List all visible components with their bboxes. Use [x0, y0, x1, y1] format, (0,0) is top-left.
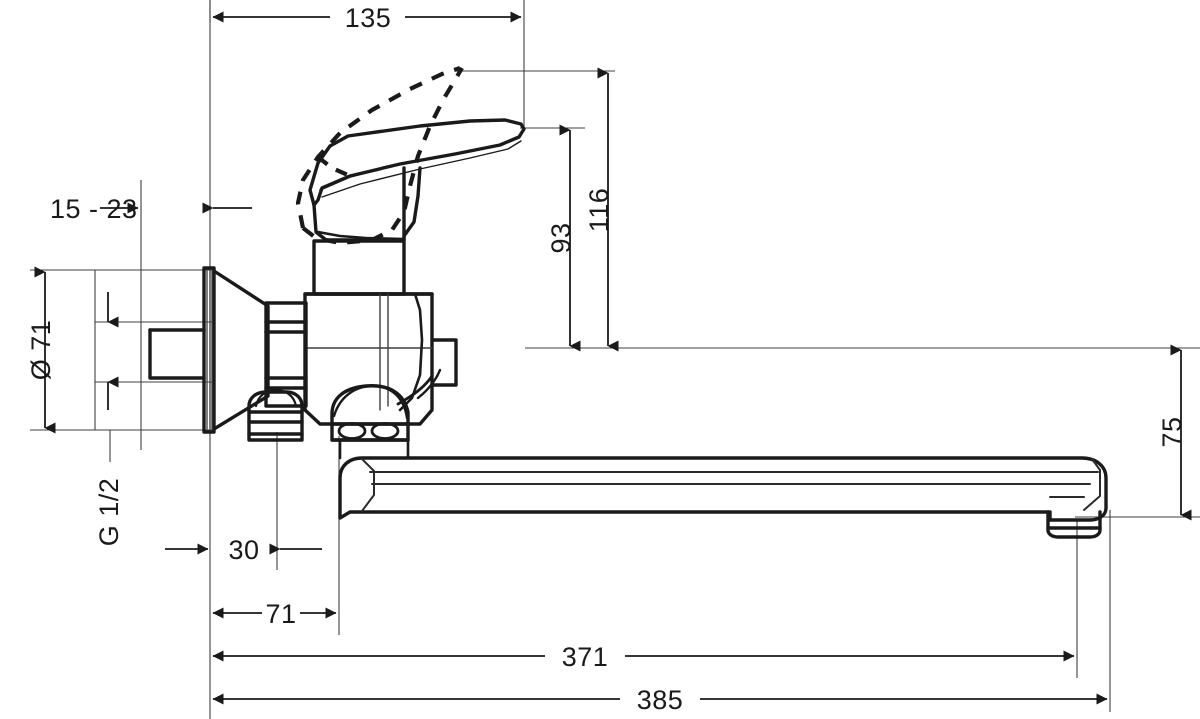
dim-label-135: 135 [345, 3, 392, 33]
spout-tube [338, 456, 1108, 522]
dimension-labels: 135 15 - 23 Ø 71 G 1/2 30 71 93 116 75 3… [26, 3, 1187, 715]
spout-shoulder [338, 438, 410, 460]
dim-label-116: 116 [584, 188, 614, 233]
lower-inlet-cap-left-arc [254, 388, 298, 408]
wall-inlet-pipe [148, 328, 206, 380]
dim-label-15-23: 15 - 23 [50, 194, 138, 224]
dim-label-g-half: G 1/2 [94, 478, 124, 547]
s-union-nut [264, 301, 308, 408]
faucet-geometry [148, 66, 1108, 539]
cartridge-barrel [312, 239, 406, 296]
dim-label-71: 71 [265, 599, 296, 629]
wall-escutcheon [202, 266, 270, 434]
dim-label-30: 30 [228, 535, 259, 565]
spout-tube-profile [361, 458, 1101, 512]
dimension-lines [34, 11, 1192, 705]
dim-label-diameter-71: Ø 71 [26, 320, 56, 381]
dim-label-385: 385 [637, 685, 684, 715]
lever-handle [308, 118, 526, 207]
spout-aerator [1046, 510, 1102, 539]
body-right-bevel [398, 292, 424, 412]
spout-joint-arcs [332, 368, 442, 420]
dim-label-93: 93 [546, 222, 576, 253]
escutcheon-shading [206, 269, 213, 431]
dim-label-371: 371 [562, 642, 609, 672]
dim-label-75: 75 [1157, 416, 1187, 447]
joint-detent-ovals [337, 422, 400, 440]
side-outlet-stub [430, 338, 458, 387]
mixer-body [303, 292, 434, 426]
